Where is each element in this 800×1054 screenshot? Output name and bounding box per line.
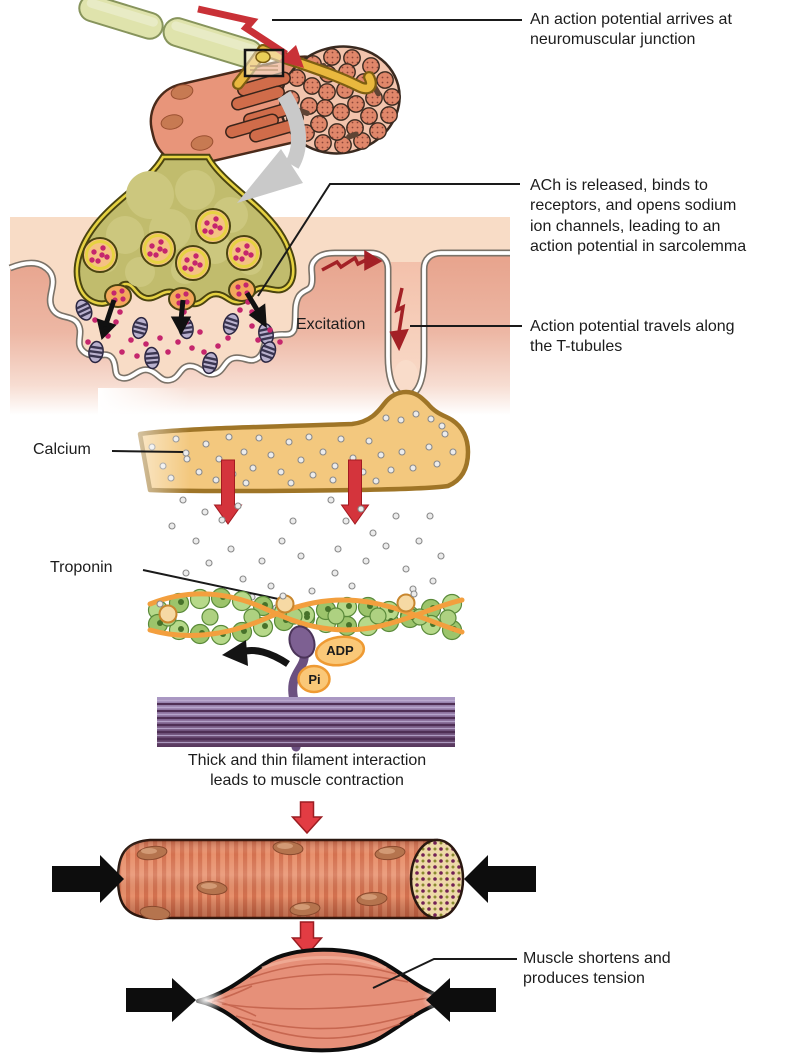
fiber-nuclei	[136, 840, 406, 921]
leader-line-troponin	[142, 569, 284, 601]
label-adp: ADP	[326, 643, 354, 658]
compression-arrow-icons-muscle	[126, 978, 496, 1022]
leader-line-calcium	[111, 450, 184, 453]
troponin-complexes	[156, 590, 418, 624]
pi-molecule	[297, 664, 331, 694]
caption-line-2: leads to muscle contraction	[210, 772, 404, 790]
red-down-arrow-icon-1	[290, 801, 324, 835]
muscle-fiber-lines	[211, 963, 429, 1040]
fiber-cross-section	[409, 838, 465, 920]
red-down-arrow-icon-2	[290, 921, 324, 957]
label-calcium: Calcium	[33, 441, 91, 458]
release-arrows	[96, 291, 267, 340]
caption-filament-interaction: Thick and thin filament interaction lead…	[148, 751, 466, 792]
muscle-fiber-segment	[116, 838, 465, 921]
sarcoplasmic-reticulum	[98, 388, 471, 525]
action-potential-bolt-icon	[197, 5, 304, 68]
muscle-fiber-bundle	[149, 45, 401, 167]
label-troponin: Troponin	[50, 559, 113, 576]
leader-line-ach	[257, 183, 520, 297]
sr-left-fade	[98, 388, 190, 500]
protruding-myofibrils	[225, 71, 303, 143]
ach-molecules	[85, 299, 283, 359]
t-tubule-lumen	[391, 262, 421, 393]
leader-line-muscle-shortens	[372, 958, 517, 989]
caption-line-1: Thick and thin filament interaction	[187, 752, 427, 769]
sarcolemma	[8, 249, 510, 400]
label-muscle-shortens: Muscle shortens and produces tension	[523, 950, 671, 988]
synaptic-terminal-bulb	[73, 153, 297, 311]
label-action-potential-arrives: An action potential arrives at neuromusc…	[530, 11, 732, 49]
motor-neuron-axon	[78, 0, 264, 69]
nmj-highlight-box	[243, 48, 285, 78]
label-pi: Pi	[308, 672, 321, 687]
calcium-release-arrow-left	[213, 459, 243, 525]
label-excitation: Excitation	[296, 316, 366, 333]
thick-filament-myosin	[157, 697, 455, 747]
excitation-bolt-icons	[321, 249, 409, 352]
tropomyosin-strands	[147, 591, 465, 638]
label-ach-released: ACh is released, binds to receptors, and…	[530, 177, 747, 256]
power-stroke-arrow-icon	[222, 640, 290, 667]
zoom-arrow-icon	[237, 90, 306, 203]
adp-molecule	[314, 635, 366, 667]
compression-arrow-icons-fiber	[52, 855, 536, 903]
t-tubule-end-bulb	[394, 360, 418, 390]
label-t-tubules: Action potential travels along the T-tub…	[530, 318, 735, 356]
